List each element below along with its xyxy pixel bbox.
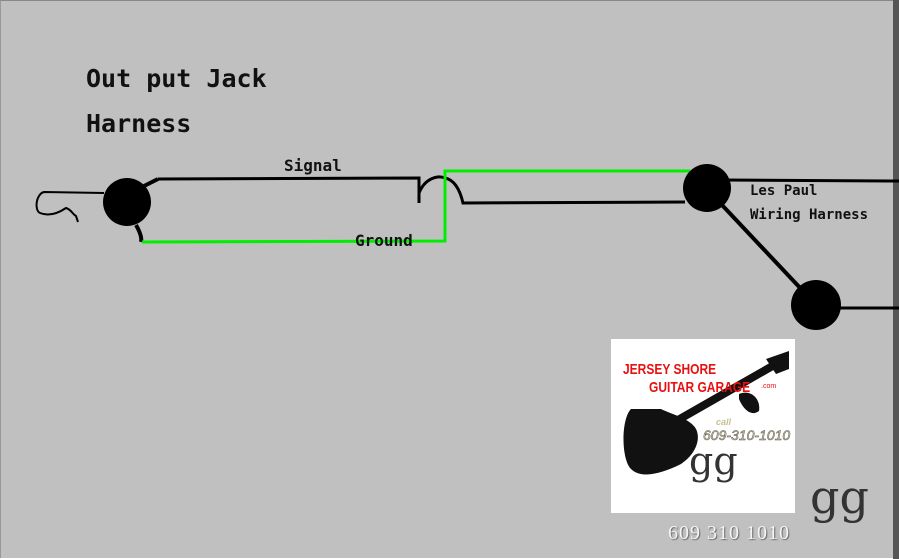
harness-label-line1: Les Paul bbox=[750, 183, 818, 199]
signal-wire-crossover bbox=[444, 176, 686, 205]
ground-wire bbox=[141, 169, 690, 244]
logo-domain: .com bbox=[761, 383, 777, 390]
guitar-icon bbox=[623, 351, 789, 475]
harness-wire-diagonal bbox=[720, 203, 805, 293]
harness-pot-2 bbox=[791, 280, 841, 330]
signal-wire bbox=[157, 175, 446, 203]
footer-phone: 609 310 1010 bbox=[668, 522, 790, 544]
logo-monogram: gg bbox=[689, 439, 738, 483]
harness-label-line2: Wiring Harness bbox=[750, 207, 869, 223]
ground-label: Ground bbox=[355, 231, 413, 250]
signal-label: Signal bbox=[284, 156, 342, 175]
guitar-garage-logo: JERSEY SHORE GUITAR GARAGE .com call 609… bbox=[611, 339, 795, 513]
output-jack bbox=[103, 178, 151, 226]
jack-ground-lug bbox=[134, 224, 144, 243]
logo-line2: GUITAR GARAGE bbox=[649, 379, 751, 396]
jack-signal-lug bbox=[143, 177, 159, 188]
harness-wire-top bbox=[724, 178, 899, 183]
harness-pot-1 bbox=[683, 164, 731, 212]
right-border bbox=[893, 0, 899, 559]
plug-sketch bbox=[35, 190, 105, 223]
diagram-title-line1: Out put Jack bbox=[86, 64, 267, 93]
logo-line1: JERSEY SHORE bbox=[623, 361, 717, 378]
diagram-title-line2: Harness bbox=[86, 109, 192, 138]
footer-monogram: gg bbox=[810, 470, 869, 524]
logo-call: call bbox=[716, 417, 732, 427]
logo-phone: 609-310-1010 bbox=[703, 427, 791, 444]
